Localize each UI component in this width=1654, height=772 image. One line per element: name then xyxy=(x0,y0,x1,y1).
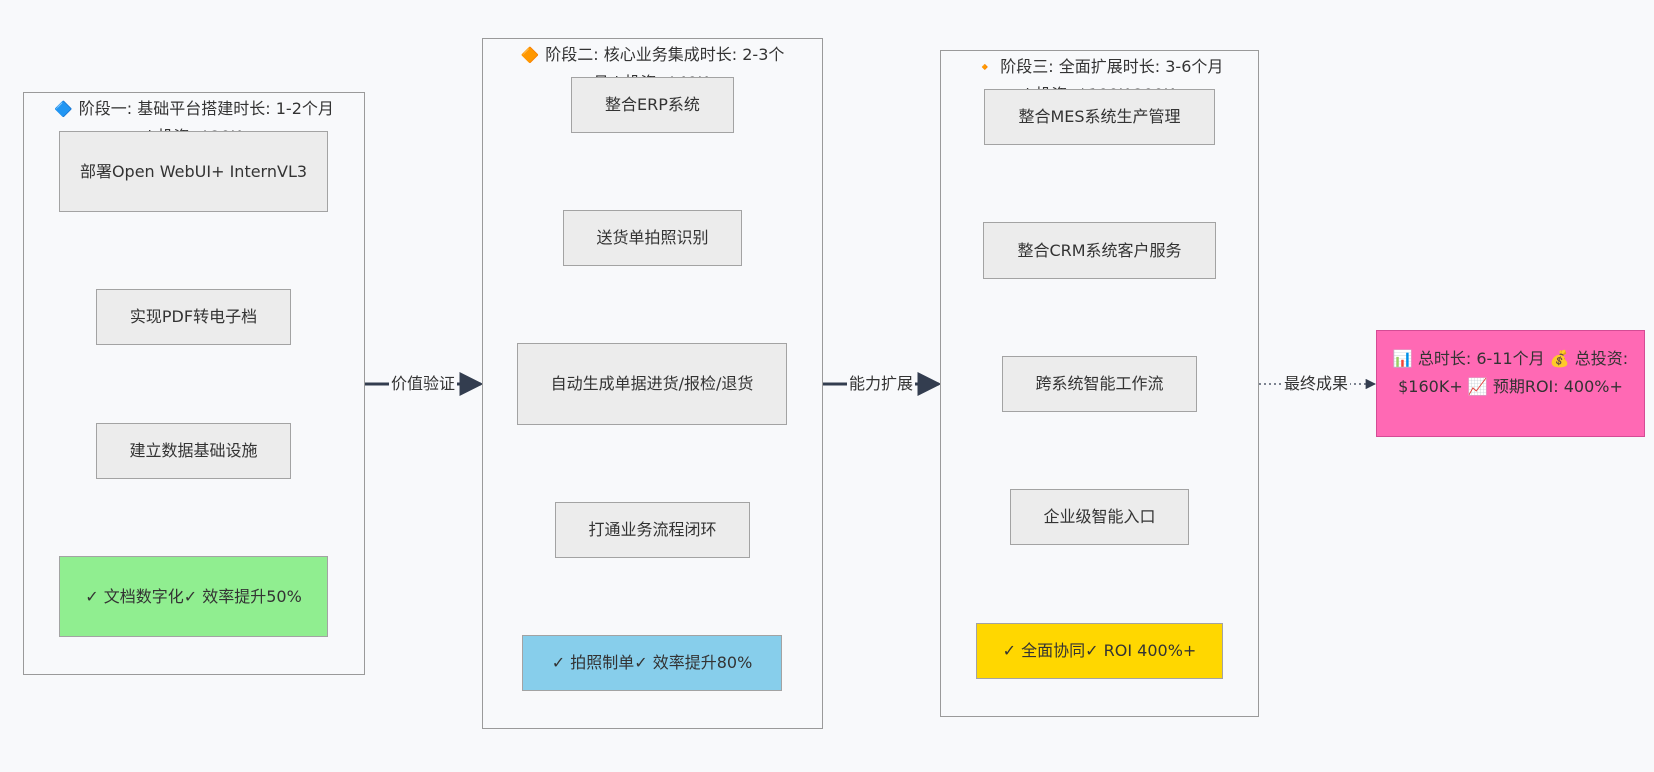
stage1-node-data-infra[interactable]: 建立数据基础设施 xyxy=(96,423,291,479)
stage1-node-deploy[interactable]: 部署Open WebUI+ InternVL3 xyxy=(59,131,328,212)
stage2-outcome[interactable]: ✓ 拍照制单✓ 效率提升80% xyxy=(522,635,782,691)
stage3-outcome[interactable]: ✓ 全面协同✓ ROI 400%+ xyxy=(976,623,1223,679)
final-result-node[interactable]: 📊 总时长: 6-11个月 💰 总投资: $160K+ 📈 预期ROI: 400… xyxy=(1376,330,1645,437)
edge-label-capability-expansion: 能力扩展 xyxy=(847,373,916,395)
stage2-node-closed-loop[interactable]: 打通业务流程闭环 xyxy=(555,502,750,558)
stage3-title-text: 阶段三: 全面扩展时长: 3-6个月 | 投资: $100K-200K xyxy=(1000,57,1224,91)
stage2-node-erp[interactable]: 整合ERP系统 xyxy=(571,77,734,133)
stage1-title-text: 阶段一: 基础平台搭建时长: 1-2个月 | 投资: $20K xyxy=(78,99,334,133)
edge-label-value-validation: 价值验证 xyxy=(389,373,458,395)
stage2-node-auto-documents[interactable]: 自动生成单据进货/报检/退货 xyxy=(517,343,787,425)
blue-diamond-icon: 🔷 xyxy=(54,100,73,118)
stage1-outcome[interactable]: ✓ 文档数字化✓ 效率提升50% xyxy=(59,556,328,637)
stage3-title: 🔸 阶段三: 全面扩展时长: 3-6个月 | 投资: $100K-200K xyxy=(941,53,1258,91)
stage2-title-text: 阶段二: 核心业务集成时长: 2-3个月 | 投资: $40K- xyxy=(545,45,785,79)
small-orange-diamond-icon: 🔸 xyxy=(975,58,995,76)
stage2-title: 🔶 阶段二: 核心业务集成时长: 2-3个月 | 投资: $40K- xyxy=(483,41,822,79)
stage3-node-mes[interactable]: 整合MES系统生产管理 xyxy=(984,89,1215,145)
stage3-node-enterprise-entry[interactable]: 企业级智能入口 xyxy=(1010,489,1189,545)
edge-label-final-result: 最终成果 xyxy=(1282,373,1351,395)
stage1-title: 🔷 阶段一: 基础平台搭建时长: 1-2个月 | 投资: $20K xyxy=(24,95,364,133)
stage1-node-pdf[interactable]: 实现PDF转电子档 xyxy=(96,289,291,345)
orange-diamond-icon: 🔶 xyxy=(520,46,540,64)
stage3-node-crm[interactable]: 整合CRM系统客户服务 xyxy=(983,222,1216,279)
stage3-node-workflow[interactable]: 跨系统智能工作流 xyxy=(1002,356,1197,412)
stage2-node-photo-recognition[interactable]: 送货单拍照识别 xyxy=(563,210,742,266)
